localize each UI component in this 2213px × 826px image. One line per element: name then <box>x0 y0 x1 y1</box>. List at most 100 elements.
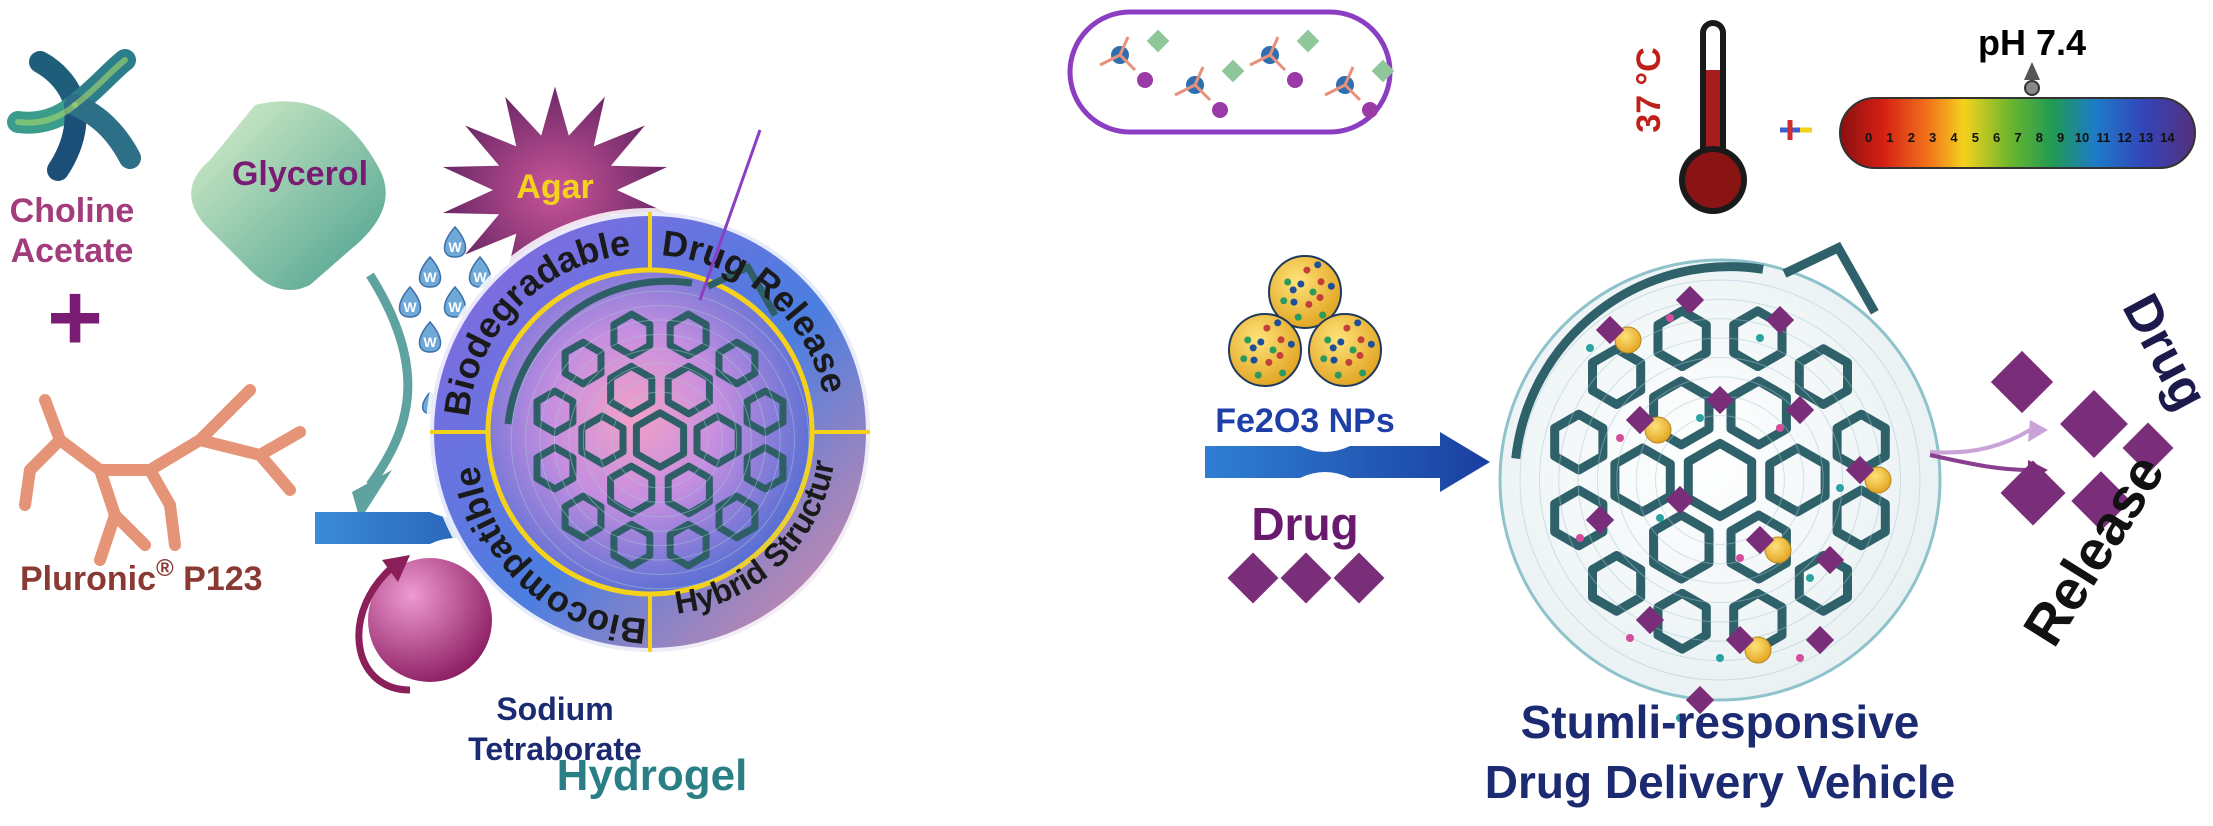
cage-cell <box>1794 551 1852 616</box>
cage-cell <box>743 443 787 493</box>
fe2o3-dot <box>1359 369 1367 377</box>
ph-tick-label: 1 <box>1886 130 1893 145</box>
water-droplet <box>443 285 467 318</box>
water-droplet-letter: W <box>423 269 437 285</box>
molecule-dot <box>1666 314 1674 322</box>
water-droplet <box>418 255 442 288</box>
ph-tick-label: 6 <box>1993 130 2000 145</box>
svg-text:Pluronic® P123: Pluronic® P123 <box>20 555 263 598</box>
release-drug-word: Drug <box>2111 285 2213 419</box>
cage-mesh <box>597 377 723 503</box>
cage-cell <box>666 310 710 360</box>
molecule-dot <box>1676 714 1684 722</box>
fe2o3-nanoparticles <box>1228 255 1382 387</box>
molecule-dot <box>1626 634 1634 642</box>
drug-diamond <box>1595 315 1625 345</box>
fe2o3-sphere <box>1308 313 1382 387</box>
cage-cell <box>715 492 759 542</box>
cage-mesh <box>582 362 738 518</box>
nanoparticle <box>1644 416 1672 444</box>
cage-mesh <box>510 290 810 590</box>
ph-tick-label: 5 <box>1972 130 1979 145</box>
plus-sign: + <box>47 264 103 371</box>
fe2o3-dot <box>1274 319 1282 327</box>
fe2o3-dot <box>1284 278 1292 286</box>
cage-mesh <box>611 391 709 489</box>
choline-label: Choline <box>10 192 135 230</box>
water-droplet-letter: W <box>448 299 462 315</box>
fe2o3-dot <box>1357 336 1365 344</box>
ph-tick-label: 8 <box>2036 130 2043 145</box>
fe2o3-dot <box>1317 278 1325 286</box>
fe2o3-dot <box>1290 298 1298 306</box>
ph-tick-label: 0 <box>1865 130 1872 145</box>
drug-diamond <box>1785 395 1815 425</box>
fe2o3-dot <box>1343 324 1351 332</box>
nanoparticle <box>1614 326 1642 354</box>
sodium-label: Sodium <box>496 691 613 727</box>
drug-diamond <box>1845 455 1875 485</box>
thermometer-icon <box>1679 20 1747 214</box>
fe2o3-dot <box>1327 282 1335 290</box>
molecule-dot <box>1616 434 1624 442</box>
cage-cell <box>1588 551 1646 616</box>
pluronic-label: Pluronic® P123 <box>20 555 263 598</box>
nanoparticle <box>1744 636 1772 664</box>
molecule-dot <box>1806 574 1814 582</box>
fe2o3-dot <box>1337 338 1345 346</box>
vehicle-title-line1: Stumli-responsive <box>1521 696 1920 748</box>
glycerol-arrow <box>366 272 413 488</box>
capsule-molecule <box>1174 66 1212 102</box>
molecule-dot <box>1776 424 1784 432</box>
fe2o3-dot <box>1319 311 1327 319</box>
drug-diamond <box>1685 685 1715 715</box>
fe2o3-dot <box>1349 346 1357 354</box>
fe2o3-dot <box>1240 355 1248 363</box>
cage-cell <box>533 443 577 493</box>
fe2o3-dot <box>1250 356 1258 364</box>
drug-loading-arrow <box>1205 432 1490 492</box>
water-droplet <box>398 285 422 318</box>
fe2o3-dot <box>1345 358 1353 366</box>
capsule-molecule <box>1287 72 1303 88</box>
drug-diamond <box>1665 485 1695 515</box>
capsule-molecule <box>1249 36 1287 72</box>
fe2o3-dot <box>1294 313 1302 321</box>
ph-tick-label: 13 <box>2139 130 2153 145</box>
small-plus-icon <box>1780 120 1812 140</box>
fe2o3-dot <box>1320 355 1328 363</box>
fe2o3-dot <box>1244 336 1252 344</box>
drug-diamond <box>1675 285 1705 315</box>
cage-rim <box>1782 241 1879 315</box>
water-droplet-letter: W <box>403 299 417 315</box>
agar-label: Agar <box>516 168 593 206</box>
fe2o3-dot <box>1269 346 1277 354</box>
fe2o3-sphere <box>1268 255 1342 329</box>
ph-tick-label: 9 <box>2057 130 2064 145</box>
released-drug-diamonds <box>1990 350 2174 531</box>
fe2o3-dot <box>1314 261 1322 269</box>
fe2o3-dot <box>1257 338 1265 346</box>
molecule-dot <box>1796 654 1804 662</box>
drug-diamonds-middle <box>1227 552 1385 604</box>
molecule-dot <box>1736 554 1744 562</box>
drug-diamond <box>1705 385 1735 415</box>
cage-rim <box>504 277 693 425</box>
fe2o3-dot <box>1324 336 1332 344</box>
molecule-dot <box>1656 514 1664 522</box>
ph-tick-label: 12 <box>2117 130 2131 145</box>
temperature-label: 37 °C <box>1630 47 1668 132</box>
ph-tick-label: 11 <box>2096 130 2110 145</box>
glycerol-label: Glycerol <box>232 155 368 193</box>
cage-mesh <box>1596 356 1844 604</box>
nanoparticle <box>1764 536 1792 564</box>
ph-tick-label: 3 <box>1929 130 1936 145</box>
water-droplet <box>418 320 442 353</box>
hydrogel-cage <box>504 262 810 590</box>
molecule-dot <box>1576 534 1584 542</box>
fe2o3-dot <box>1277 336 1285 344</box>
water-droplet <box>443 225 467 258</box>
cage-cell <box>1683 438 1757 521</box>
fe2o3-dot <box>1354 319 1362 327</box>
